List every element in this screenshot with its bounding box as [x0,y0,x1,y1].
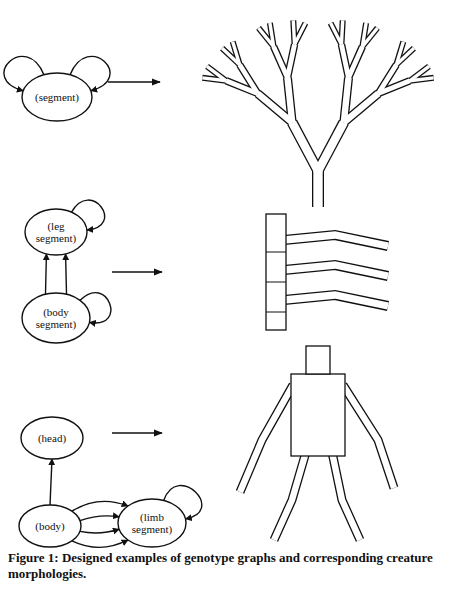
limb-bar [240,385,293,492]
limb-bar-fill [341,44,348,77]
limb-bar-fill [343,385,394,488]
node-label: (head) [27,432,77,444]
humanoid-morphology [240,346,394,540]
ellipse-outline [25,209,87,255]
limb-bar-fill [240,65,258,94]
limb-bar-fill [274,47,288,78]
limb-bar [284,265,388,276]
genotype-node: (body) [18,504,82,548]
limb-bar-fill [341,20,342,44]
node-label: (body segment) [31,306,81,330]
limb-bar-fill [362,28,377,47]
limb-bar-fill [344,94,378,123]
ellipse-outline [19,505,81,547]
limb-bar-fill [233,42,240,65]
limb-bar [295,23,306,44]
genotype-connection [72,501,128,511]
limb-bar-fill [293,20,294,44]
tree-morphology [202,20,433,207]
genotype-node: (head) [20,416,84,460]
genotype-connection [65,254,67,294]
limb-bar [287,44,294,77]
figure-caption: Figure 1: Designed examples of genotype … [8,550,438,582]
genotype-node: (segment) [21,72,93,122]
limb-bar [274,452,306,540]
limb-bar-fill [292,122,318,171]
head-box [306,346,330,374]
torso-box [291,374,345,456]
limb-bar [274,47,288,78]
limb-bar-fill [313,171,322,207]
genotype-connection [80,529,119,533]
limb-bar-fill [349,47,363,78]
limb-bar-fill [284,265,388,276]
limb-bar-fill [284,295,388,306]
limb-bar-fill [396,48,414,64]
insect-morphology [266,214,388,330]
node-label: (body) [25,520,75,532]
genotype-connection [50,459,52,505]
limb-bar [341,20,342,44]
node-label: (limb segment) [127,511,177,535]
genotype-connection [72,540,128,547]
ellipse-outline [118,499,186,547]
limb-bar-fill [331,23,342,44]
limb-bar [343,385,394,488]
limb-bar [293,20,294,44]
segment-joint [266,282,286,283]
limb-bar [349,47,363,78]
mapping-arrow [112,271,162,273]
limb-bar-fill [318,122,344,171]
limb-bar-fill [332,452,360,540]
limb-bar-fill [274,452,306,540]
ellipse-outline [22,293,90,343]
limb-bar [312,171,324,207]
mapping-arrow [112,432,162,434]
genotype-node: (body segment) [21,292,91,344]
segment-joint [266,312,286,313]
limb-bar-fill [287,44,294,77]
ellipse-outline [22,73,92,121]
genotype-node: (limb segment) [117,498,187,548]
genotype-node: (leg segment) [24,208,88,256]
genotype-connection [45,254,47,294]
limb-bar-fill [295,23,306,44]
limb-bar [292,122,318,171]
body-segment-bar [266,214,286,330]
node-label: (segment) [27,91,87,103]
limb-bar [318,122,344,171]
ellipse-outline [21,417,83,459]
limb-bar-fill [207,66,226,80]
limb-bar [284,295,388,306]
limb-bar-fill [410,78,434,81]
genotype-connection [80,516,119,521]
limb-bar-fill [287,78,292,123]
limb-bar [332,452,360,540]
limb-bar-fill [240,385,293,492]
limb-bar [341,44,348,77]
limb-bar-fill [284,235,388,246]
limb-bar-fill [270,23,274,47]
node-label: (leg segment) [31,220,81,244]
limb-bar [284,235,388,246]
mapping-arrow [108,81,160,83]
limb-bar-fill [378,81,410,94]
segment-joint [266,252,286,253]
